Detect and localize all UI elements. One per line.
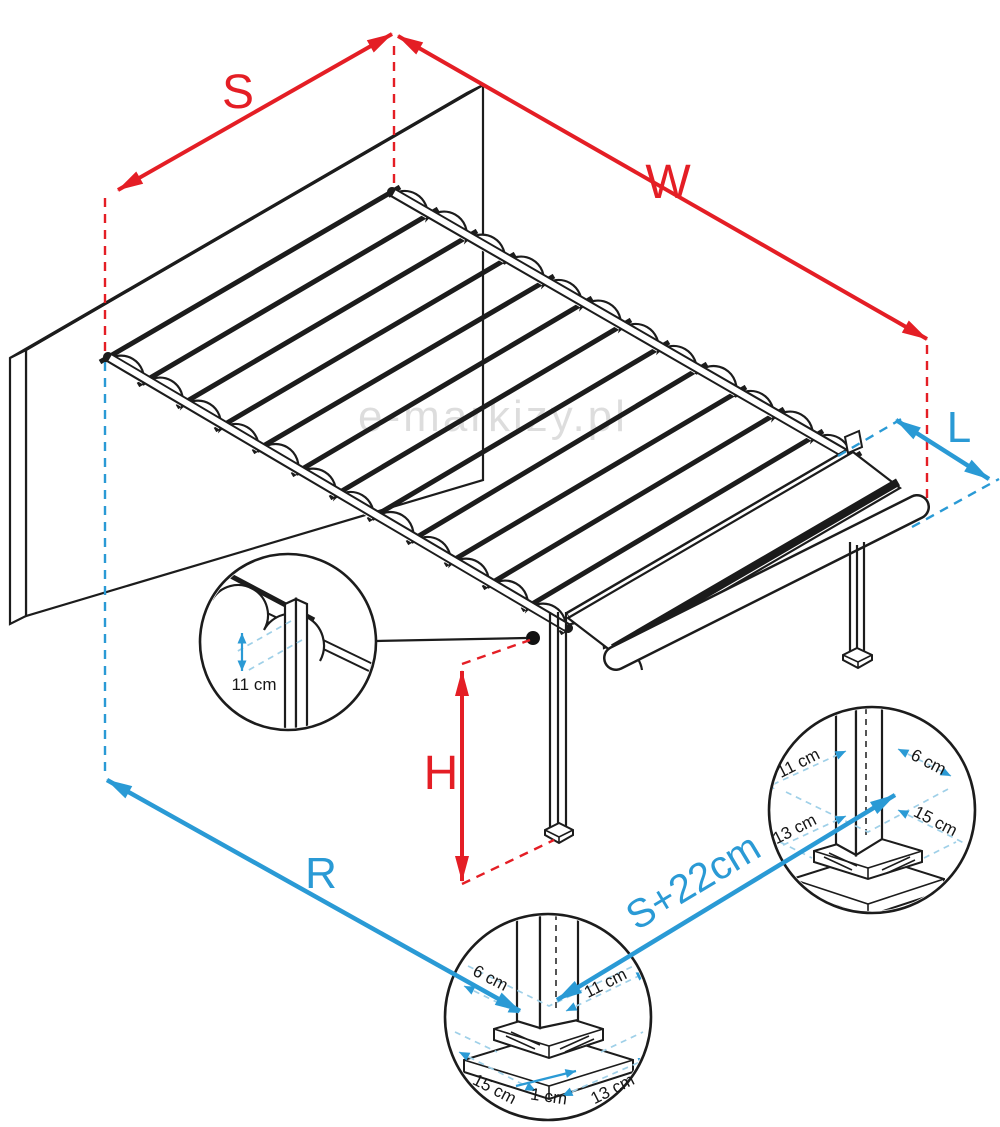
dimension-w-label: W — [645, 156, 691, 209]
dimension-w-arrow — [397, 34, 928, 341]
dimension-l-arrow — [894, 418, 991, 481]
dimension-h-extension-bottom — [461, 838, 555, 886]
detail-circle-right: 11 cm 6 cm 13 cm 15 cm — [767, 705, 977, 915]
detail-callout — [375, 631, 540, 645]
dimension-h-label: H — [424, 747, 459, 800]
post-right — [842, 542, 873, 670]
post-front-left — [544, 612, 574, 845]
post-right-base — [842, 646, 873, 670]
dimension-l-extension-top — [837, 416, 904, 458]
detail-bottom-base-gap-label: 1 cm — [529, 1085, 568, 1109]
dimension-r-arrow — [105, 778, 522, 1013]
dimension-h: H — [424, 638, 555, 886]
detail-circle-left: 11 cm — [198, 552, 378, 732]
dimension-l-extension-bottom — [911, 477, 1000, 529]
dimension-l-label: L — [947, 403, 971, 452]
detail-right-base-width-line — [897, 809, 973, 851]
post-face-left-right-circle — [834, 709, 858, 857]
detail-bottom-base-gap-arrow — [515, 1069, 577, 1088]
front-apron — [566, 450, 902, 656]
detail-right-side-offset-line — [771, 750, 847, 790]
detail-left-offset-label: 11 cm — [231, 675, 276, 694]
wall-side-face — [8, 348, 28, 626]
post-face-right — [538, 916, 580, 1030]
detail-circle-left-content — [202, 563, 374, 728]
dimension-r: R — [105, 778, 522, 1013]
detail-circle-bottom: 6 cm 11 cm 15 cm 1 cm 13 cm — [443, 912, 653, 1122]
front-profile-roller — [603, 494, 930, 671]
callout-dot — [526, 631, 540, 645]
dimension-s-arrow — [117, 32, 393, 192]
dimension-s-label: S — [222, 66, 254, 119]
callout-line — [375, 636, 527, 643]
dimension-post-spacing-label: S+22cm — [619, 825, 768, 939]
dimension-r-label: R — [305, 849, 337, 898]
detail-bottom-base-depth-line — [561, 1057, 649, 1097]
dimension-w: W — [397, 34, 928, 341]
dimension-l: L — [837, 403, 1000, 529]
detail-right-front-offset-line — [897, 748, 952, 777]
guide-rail-left — [103, 352, 573, 633]
crossbars — [98, 184, 863, 636]
dimension-s: S — [117, 32, 393, 192]
front-apron-shadow — [610, 478, 901, 652]
beam-end-bracket — [843, 429, 864, 455]
dimension-post-spacing-arrow — [555, 793, 897, 1002]
front-beam — [565, 429, 864, 620]
dimension-h-extension-top — [461, 638, 531, 666]
